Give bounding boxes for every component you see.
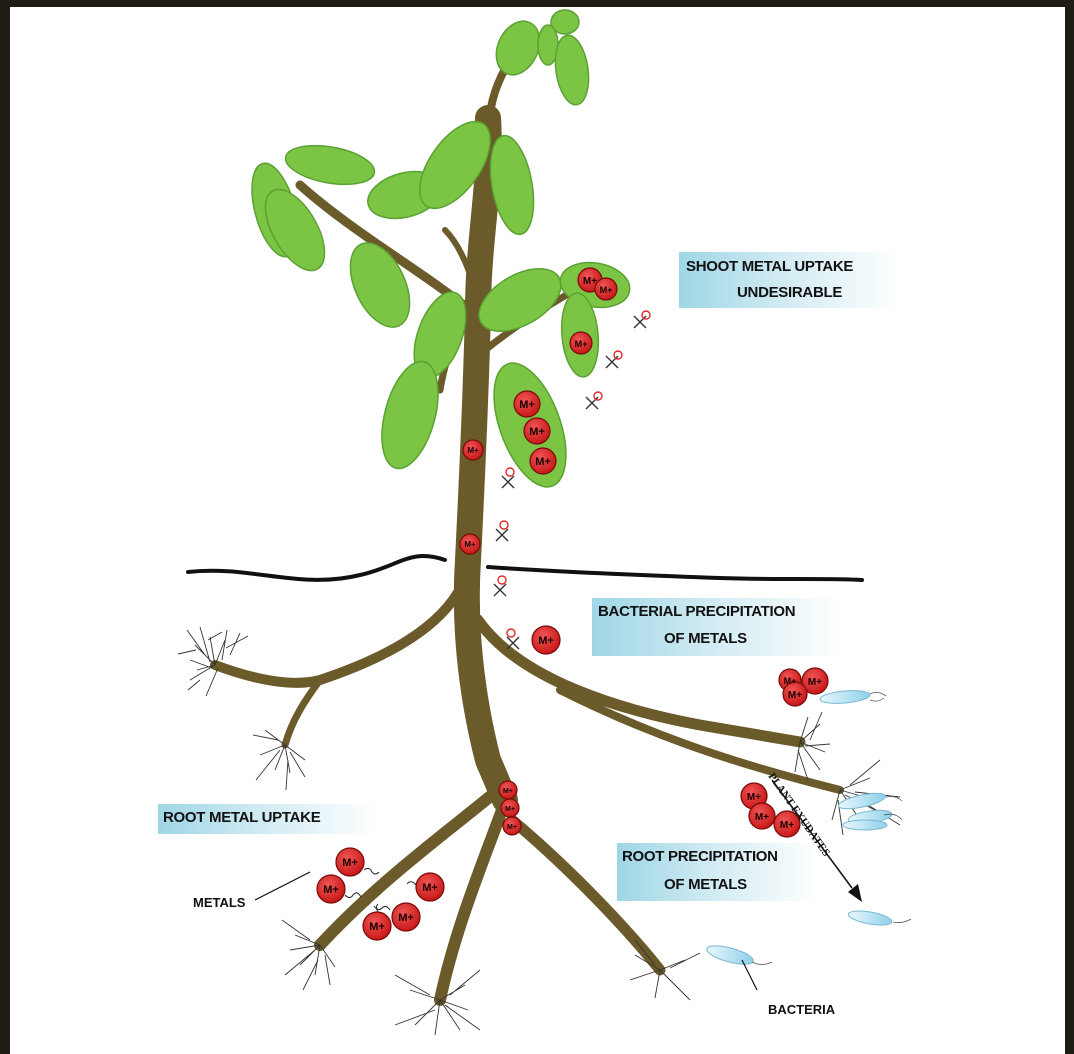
metal-ion-label: M+ — [503, 788, 513, 795]
plant-leaves — [243, 10, 633, 496]
metal-ion-label: M+ — [538, 635, 554, 647]
root-uptake-label: ROOT METAL UPTAKE — [163, 809, 320, 827]
bacterial-precipitation-label-line1: BACTERIAL PRECIPITATION — [598, 603, 795, 621]
metal-ion-label: M+ — [519, 399, 535, 411]
metal-ion-label: M+ — [505, 806, 515, 813]
shoot-uptake-label-line2: UNDESIRABLE — [737, 284, 842, 302]
metal-ion-label: M+ — [788, 690, 802, 701]
metal-ion-label: M+ — [808, 677, 822, 688]
metal-ion-label: M+ — [600, 285, 613, 295]
metal-ion-label: M+ — [342, 857, 358, 869]
metal-ion-label: M+ — [467, 446, 479, 455]
soil-line — [188, 556, 862, 580]
bacterial-precipitation-label-line2: OF METALS — [664, 630, 747, 648]
metals-label: METALS — [193, 895, 245, 910]
metal-ion-label: M+ — [369, 921, 385, 933]
bacteria-label: BACTERIA — [768, 1002, 835, 1017]
metal-ion-label: M+ — [575, 339, 588, 349]
metal-ion-label: M+ — [323, 884, 339, 896]
metal-ion-label: M+ — [755, 812, 769, 823]
metal-ion-label: M+ — [583, 276, 597, 287]
metal-ion-label: M+ — [747, 792, 761, 803]
metal-ion-label: M+ — [529, 426, 545, 438]
metal-ion-label: M+ — [464, 540, 476, 549]
root-precipitation-label-line2: OF METALS — [664, 876, 747, 894]
metal-ion-label: M+ — [780, 820, 794, 831]
shoot-uptake-label-line1: SHOOT METAL UPTAKE — [686, 258, 853, 276]
root-precipitation-label-line1: ROOT PRECIPITATION — [622, 848, 778, 866]
metal-ion-label: M+ — [784, 676, 797, 686]
metal-ion-label: M+ — [535, 456, 551, 468]
metal-ion-label: M+ — [398, 912, 414, 924]
metal-ion-label: M+ — [507, 824, 517, 831]
metal-ion-label: M+ — [422, 882, 438, 894]
